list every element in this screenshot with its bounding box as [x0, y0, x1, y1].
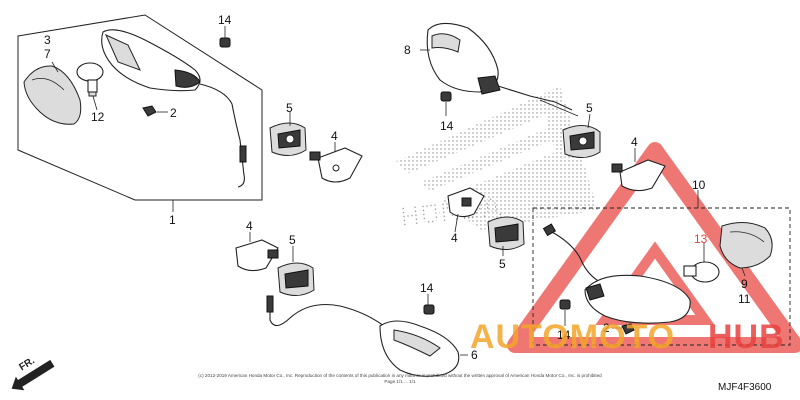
callout-4-a: 4 [331, 129, 338, 143]
callout-3: 3 [44, 33, 51, 47]
bolt-2-right[interactable] [621, 323, 635, 335]
nut-14-bottom[interactable] [423, 304, 435, 315]
nut-14-top[interactable] [219, 37, 231, 48]
diagram-code: MJF4F3600 [718, 382, 772, 393]
watermark-text-a: AUTOMOTO [470, 318, 675, 356]
callout-14-right: 14 [557, 328, 571, 342]
front-lens-left[interactable] [23, 65, 82, 125]
callout-9: 9 [741, 277, 748, 291]
callout-12: 12 [91, 110, 105, 124]
bulb-right[interactable] [683, 261, 720, 283]
mount-bracket-4-a[interactable] [309, 147, 363, 183]
turn-signal-housing-6[interactable] [379, 320, 460, 377]
connector-1[interactable] [239, 145, 247, 163]
cable-8-tail [539, 99, 579, 117]
watermark-text-b: HUB [708, 318, 785, 356]
wire-6 [269, 300, 385, 327]
wire-8 [497, 85, 573, 111]
callout-10: 10 [692, 178, 706, 192]
callout-5-d: 5 [499, 257, 506, 271]
nut-14-mid[interactable] [440, 91, 452, 102]
callout-14-top: 14 [218, 13, 232, 27]
callout-5-b: 5 [586, 101, 593, 115]
bulb-left[interactable] [76, 62, 104, 97]
callout-8: 8 [404, 43, 411, 57]
callout-4-c: 4 [246, 219, 253, 233]
callout-5-a: 5 [286, 101, 293, 115]
wire-10 [551, 231, 601, 283]
mount-rubber-5-b[interactable] [562, 125, 601, 158]
mount-rubber-5-a[interactable] [269, 122, 307, 156]
callout-2-left: 2 [170, 106, 177, 120]
arrow-icon [11, 359, 55, 391]
front-lens-right[interactable] [719, 222, 773, 269]
wire-1 [199, 83, 245, 188]
callout-2-right: 2 [603, 321, 610, 335]
callout-1: 1 [169, 213, 176, 227]
callout-14-bottom: 14 [420, 281, 434, 295]
callout-6: 6 [471, 348, 478, 362]
assembly-outline-10 [532, 207, 791, 346]
callout-4-d: 4 [451, 231, 458, 245]
leader-lines [51, 26, 746, 356]
callout-14-mid: 14 [440, 119, 454, 133]
callout-4-b: 4 [631, 135, 638, 149]
copyright-line-2: Page 1/1 ... 1/1 [384, 379, 416, 384]
callout-labels: 3 7 12 2 1 14 5 4 8 14 5 4 4 5 4 5 14 6 … [44, 13, 751, 362]
nut-14-right[interactable] [559, 299, 571, 310]
callout-11: 11 [738, 292, 751, 306]
mount-rubber-5-d[interactable] [487, 216, 525, 250]
mount-rubber-5-c[interactable] [277, 262, 315, 296]
assembly-outline-1 [17, 14, 263, 201]
mount-bracket-4-b[interactable] [611, 159, 666, 192]
callout-7: 7 [44, 47, 51, 61]
mount-bracket-4-d[interactable] [447, 187, 485, 218]
turn-signal-housing-1[interactable] [101, 29, 201, 92]
honda-wing-logo: HONDA [395, 86, 598, 232]
mount-bracket-4-c[interactable] [235, 239, 279, 272]
turn-signal-housing-8[interactable] [426, 22, 501, 95]
callout-5-c: 5 [289, 233, 296, 247]
copyright-line-1: (c) 2012-2019 American Honda Motor Co., … [198, 373, 602, 378]
connector-6[interactable] [266, 295, 274, 313]
front-direction-arrow: FR. [11, 355, 55, 391]
turn-signal-housing-10[interactable] [584, 274, 691, 324]
callout-13: 13 [694, 232, 708, 246]
bolt-2-left[interactable] [142, 105, 157, 117]
connector-10[interactable] [542, 223, 557, 237]
